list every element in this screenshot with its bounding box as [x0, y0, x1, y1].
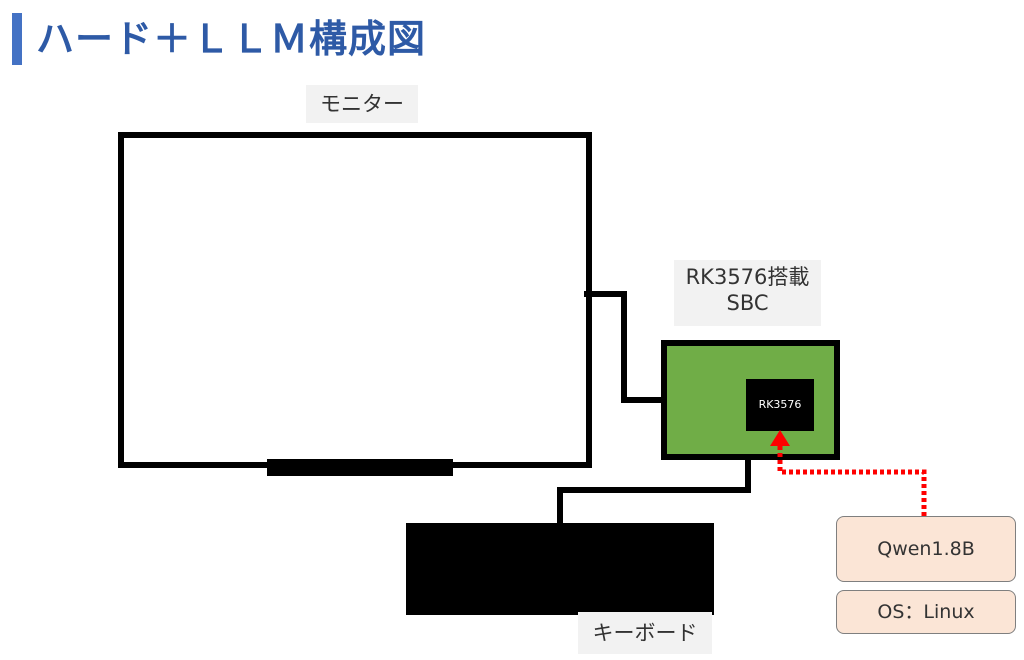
- monitor-screen: [118, 132, 592, 468]
- keyboard: [406, 523, 714, 615]
- rk3576-chip: RK3576: [746, 379, 814, 431]
- sbc-label-line1: RK3576搭載: [685, 265, 810, 289]
- title-accent-bar: [12, 13, 22, 65]
- page-title: ハード＋ＬＬＭ構成図: [36, 17, 427, 61]
- os-box: OS：Linux: [836, 590, 1016, 634]
- monitor-sbc-cable: [584, 291, 661, 403]
- llm-model-box: Qwen1.8B: [836, 516, 1016, 582]
- keyboard-label: キーボード: [578, 612, 712, 654]
- sbc-label: RK3576搭載 SBC: [674, 260, 821, 326]
- monitor-label: モニター: [306, 85, 418, 123]
- monitor-stand: [267, 459, 453, 476]
- sbc-label-line2: SBC: [726, 291, 769, 316]
